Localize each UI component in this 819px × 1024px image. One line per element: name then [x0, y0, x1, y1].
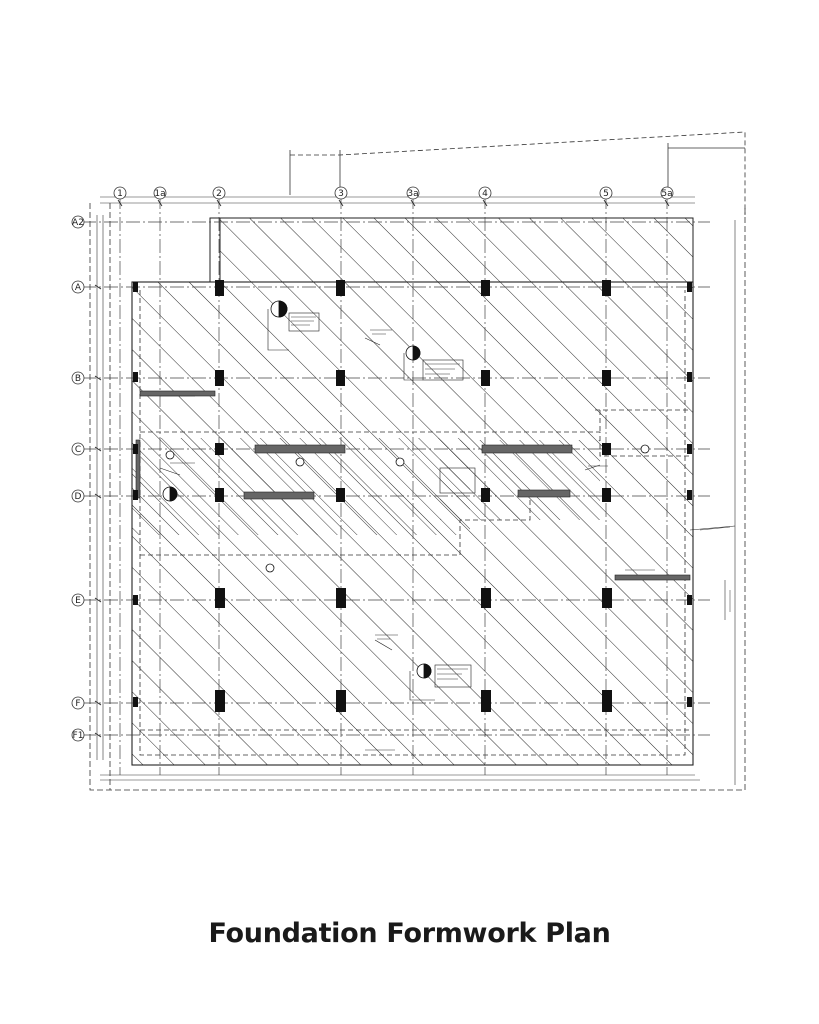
dimension-lines [96, 196, 736, 785]
grid-label-col: 4 [482, 189, 488, 199]
grid-label-col: 5a [661, 189, 672, 199]
grid-label-row: F1 [73, 731, 84, 741]
grid-row-labels: A2 A B C D E F F1 [72, 218, 84, 741]
annotation-scribbles [160, 316, 731, 751]
foundation-slab [131, 217, 694, 766]
grid-column-labels: 1 1a 2 3 3a 4 5 5a [117, 189, 672, 199]
grid-label-row: D [75, 492, 82, 502]
grid-label-col: 2 [216, 189, 222, 199]
walls [135, 390, 691, 581]
grid-label-col: 3 [338, 189, 344, 199]
grid-label-row: E [75, 596, 81, 606]
grid-label-col: 5 [603, 189, 609, 199]
grid-label-col: 3a [407, 189, 418, 199]
grid-label-col: 1a [154, 189, 165, 199]
grid-bubbles-columns [113, 186, 674, 200]
grid-label-row: F [75, 699, 80, 709]
grid-label-row: C [75, 445, 81, 455]
columns [133, 280, 692, 712]
grid-label-row: B [75, 374, 81, 384]
annotation-notes [159, 309, 736, 701]
grid-label-col: 1 [117, 189, 123, 199]
grid-bubbles-rows [71, 215, 85, 742]
grid-label-row: A2 [72, 218, 84, 228]
dimension-ticks [94, 199, 670, 738]
property-line [289, 131, 746, 215]
page-title: Foundation Formwork Plan [208, 918, 611, 949]
basement-outline [139, 290, 690, 756]
level-markers [162, 300, 650, 679]
foundation-plan-drawing: 1 1a 2 3 3a 4 5 5a A2 A B C D E F F1 [71, 131, 746, 791]
outer-boundary [89, 203, 746, 791]
grid-label-row: A [75, 283, 82, 293]
